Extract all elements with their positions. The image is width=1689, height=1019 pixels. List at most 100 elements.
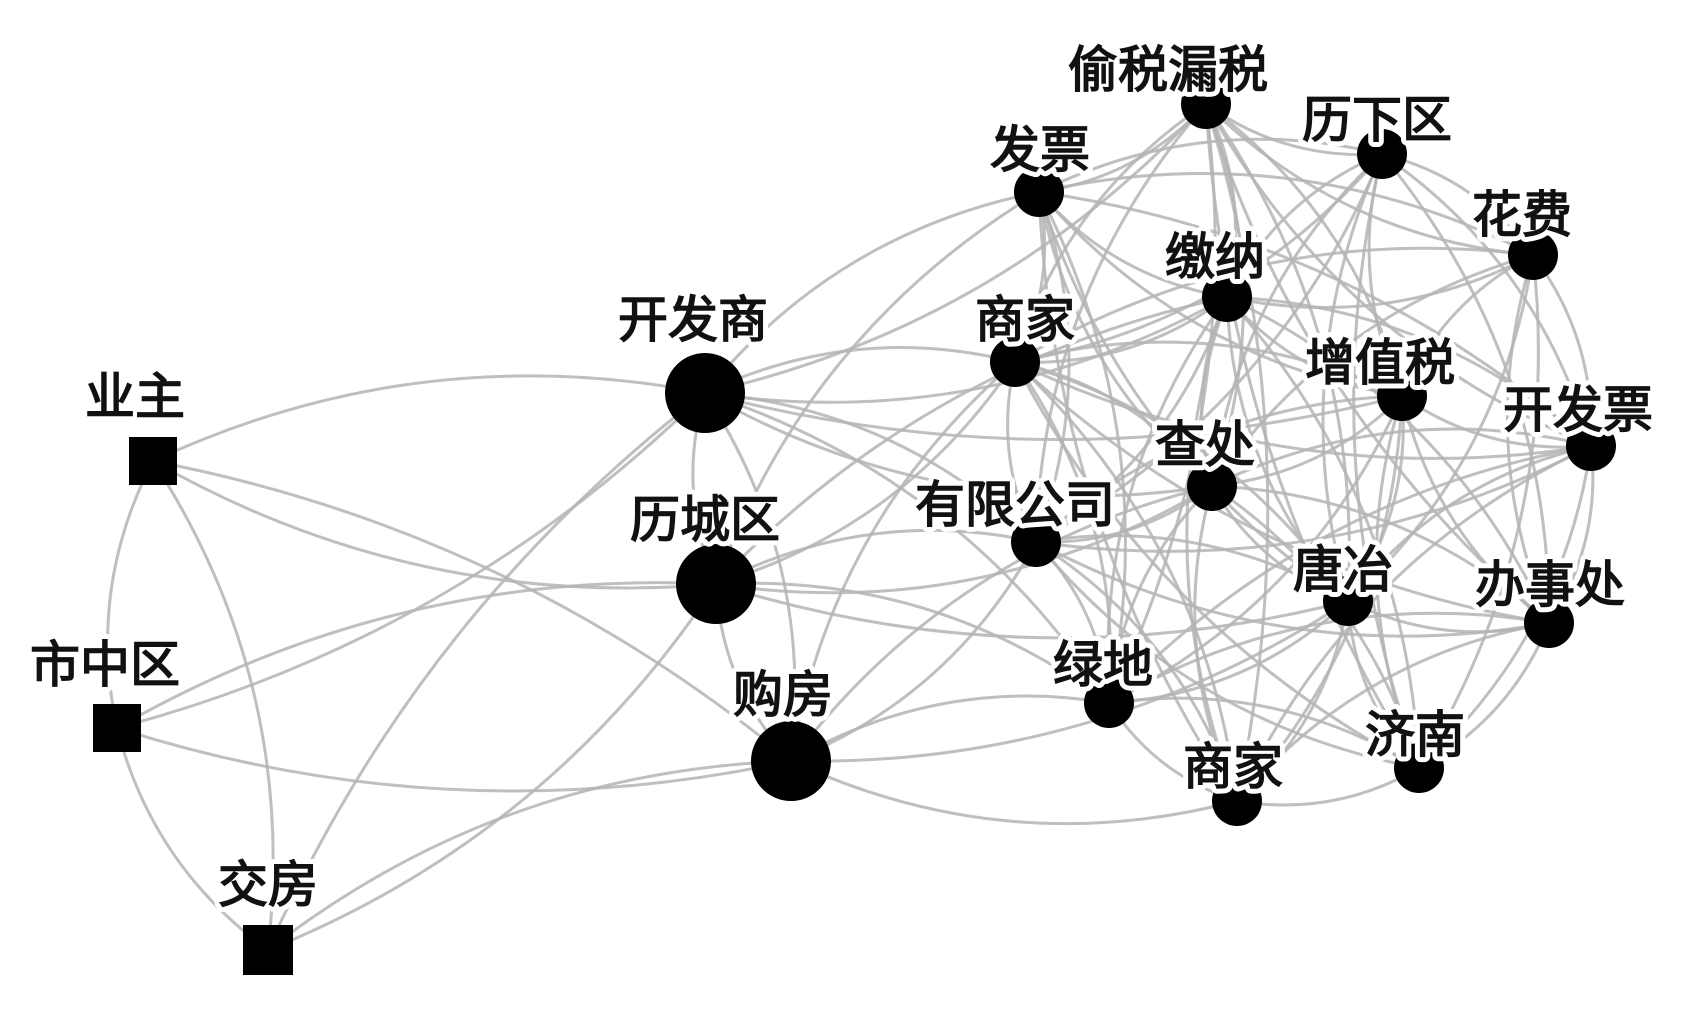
edge-banshichu-shangjia2 [1235,621,1550,802]
edge-layer [106,102,1595,952]
node-banshichu [1524,598,1574,648]
edge-kaifapiao-chachu [1211,427,1592,488]
edge-kaifashang-zengzhishui [704,391,1403,441]
edge-lixiaqu-jiaona [1225,152,1383,298]
edge-kaifashang-fapiao [703,190,1040,394]
edge-yezhu-jiaofang [151,460,275,951]
edge-shizhongqu-lichengqu [116,581,717,730]
edge-jiaofang-kaifashang [266,391,706,951]
edge-lichengqu-fapiao [714,190,1040,585]
node-label-shizhongqu: 市中区 [30,636,180,694]
edge-toushui-youxian [1034,103,1208,543]
edge-goufang-tangye [790,599,1349,763]
edge-jiaofang-lichengqu [267,583,718,952]
edge-lixiaqu-fapiao [1038,137,1383,194]
node-label-chachu: 查处 [1155,416,1255,474]
edge-shizhongqu-jiaofang [115,727,269,952]
edge-yezhu-goufang [152,459,792,763]
edge-jiaona-tangye [1225,296,1350,602]
edge-huafei-kaifapiao [1531,254,1593,447]
edge-kaifapiao-shangjia2 [1235,444,1592,802]
node-shizhongqu [93,704,141,752]
edge-youxian-tangye [1035,534,1349,603]
node-label-zengzhishui: 增值税 [1305,334,1455,392]
edge-yezhu-shizhongqu [106,460,155,729]
edge-shangjia1-jinan [1013,361,1420,770]
node-tangye [1323,576,1373,626]
node-jinan [1394,743,1444,793]
node-label-toushui: 偷税漏税 [1068,41,1268,99]
node-goufang [751,721,831,801]
edge-kaifashang-lvdi [704,391,1111,704]
edge-goufang-youxian [790,541,1038,763]
node-label-shangjia1: 商家 [975,291,1075,349]
edge-fapiao-huafei [1038,172,1534,257]
edge-kaifashang-toushui [704,102,1208,395]
edge-chachu-lvdi [1107,484,1214,704]
edge-yezhu-kaifashang [152,374,706,463]
node-label-lvdi: 绿地 [1053,636,1153,694]
edge-lichengqu-lvdi [715,581,1110,705]
node-shangjia1 [990,337,1040,387]
edge-jiaofang-goufang [267,759,792,952]
node-label-yezhu: 业主 [85,368,185,426]
edge-toushui-zengzhishui [1205,102,1404,397]
node-label-lichengqu: 历城区 [630,491,780,549]
node-toushui [1181,79,1231,129]
edge-huafei-shangjia1 [1014,246,1534,364]
node-lvdi [1084,678,1134,728]
edge-kaifashang-youxian [704,391,1038,544]
edge-kaifashang-shangjia1 [704,345,1016,395]
edge-zengzhishui-youxian [1035,394,1403,544]
edge-shangjia1-shangjia2 [1013,360,1239,802]
node-label-jiaona: 缴纳 [1165,228,1265,286]
node-lichengqu [676,544,756,624]
edge-youxian-shangjia2 [1035,540,1239,802]
node-label-kaifashang: 开发商 [618,291,768,349]
edge-huafei-jinan [1417,254,1540,769]
edge-fapiao-zengzhishui [1037,191,1403,398]
edge-toushui-shangjia2 [1204,103,1270,802]
edge-banshichu-lvdi [1108,611,1550,705]
edge-goufang-shangjia2 [790,759,1238,826]
node-label-jiaofang: 交房 [218,856,318,914]
node-jiaofang [243,925,293,975]
edge-lichengqu-chachu [715,484,1213,595]
edge-jiaona-youxian [1035,296,1229,544]
edge-kaifashang-chachu [704,391,1213,498]
edge-shizhongqu-kaifashang [116,391,707,730]
edge-zengzhishui-chachu [1211,394,1404,488]
node-label-huafei: 花费 [1472,186,1572,244]
node-label-kaifapiao: 开发票 [1503,381,1653,439]
node-label-tangye: 唐冶 [1293,541,1393,599]
edge-yezhu-lichengqu [152,459,717,590]
edge-shangjia1-zengzhishui [1014,340,1403,398]
node-huafei [1508,230,1558,280]
edge-kaifapiao-lvdi [1107,444,1592,705]
edge-toushui-shangjia1 [1013,102,1207,363]
edge-shangjia1-lvdi [1013,361,1113,704]
edge-fapiao-youxian [1034,191,1071,543]
node-label-banshichu: 办事处 [1475,556,1625,614]
edge-zengzhishui-kaifapiao [1401,394,1592,449]
edge-jiaona-kaifapiao [1226,295,1593,448]
edge-youxian-jinan [1034,541,1420,770]
node-shangjia2 [1212,776,1262,826]
edge-lixiaqu-youxian [1035,153,1384,544]
edge-shangjia1-kaifapiao [1014,360,1592,460]
edge-huafei-chachu [1210,253,1534,487]
edge-shizhongqu-goufang [116,726,792,793]
node-yezhu [129,437,177,485]
node-youxian [1011,517,1061,567]
edge-goufang-lvdi [790,694,1110,763]
node-zengzhishui [1377,371,1427,421]
edge-goufang-chachu [789,484,1213,762]
node-label-jinan: 济南 [1365,706,1465,764]
edge-kaifapiao-tangye [1346,444,1592,602]
node-kaifapiao [1566,421,1616,471]
node-jiaona [1202,272,1252,322]
node-label-lixiaqu: 历下区 [1302,91,1452,149]
node-fapiao [1014,167,1064,217]
node-label-fapiao: 发票 [990,121,1090,179]
